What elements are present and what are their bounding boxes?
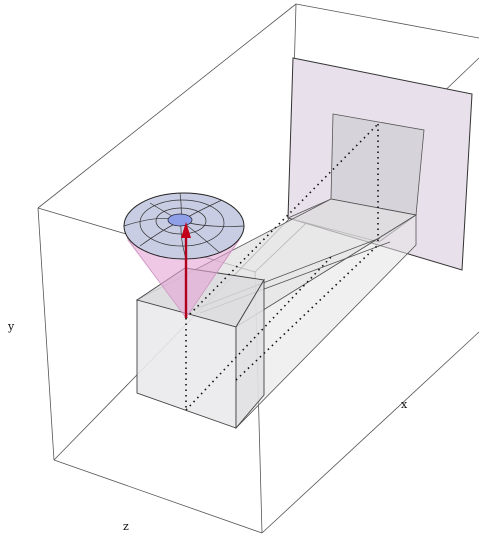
x-axis-label: x (401, 398, 408, 411)
arrow-head (181, 222, 191, 238)
up-arrow (181, 222, 191, 318)
cap-ring (139, 199, 225, 247)
z-axis-label: z (123, 520, 129, 533)
bbox-edge (261, 331, 479, 534)
bbox-edge (37, 207, 55, 461)
dotted-line (185, 123, 379, 319)
cone-edge (126, 237, 187, 319)
dotted-lines (185, 123, 379, 411)
y-axis-label: y (8, 320, 15, 333)
cap-center (167, 213, 193, 227)
cone-edge (185, 237, 241, 319)
bbox-edge (37, 3, 297, 209)
bbox-edge (295, 3, 479, 39)
light-cone (123, 192, 245, 319)
panel-box-front (330, 113, 425, 216)
cone-body (127, 240, 240, 318)
bbox-edge (53, 459, 263, 534)
front-box-side (235, 278, 265, 430)
front-box (135, 267, 265, 430)
